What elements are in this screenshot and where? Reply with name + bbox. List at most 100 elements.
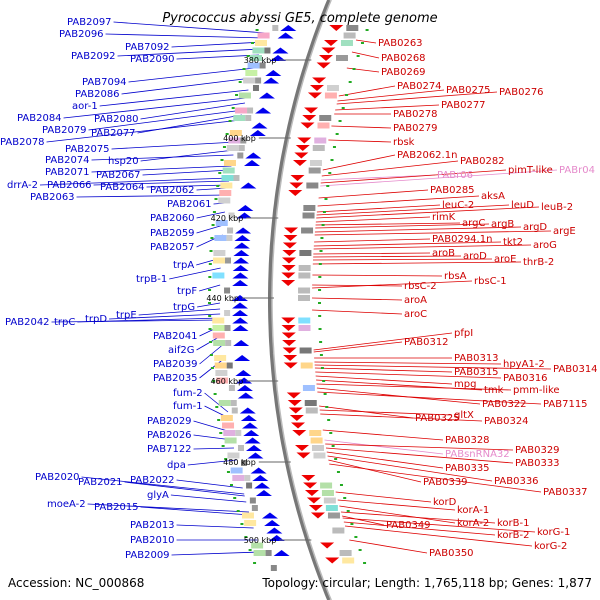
gene-label-left[interactable]: PAB2057	[150, 242, 195, 253]
gene-label-left[interactable]: PAB2041	[153, 331, 198, 342]
gene-label-right[interactable]: PAB0333	[515, 458, 560, 469]
gene-label-right[interactable]: aroB	[432, 248, 455, 259]
gene-label-right[interactable]: PABsnRNA32	[445, 449, 510, 460]
gene-label-left[interactable]: PAB2015	[94, 502, 139, 513]
gene-label-right[interactable]: pmm-like	[513, 385, 560, 396]
gene-label-left[interactable]: PAB2063	[30, 192, 75, 203]
gene-label-left[interactable]: trpD	[85, 314, 107, 325]
gene-label-left[interactable]: drrA-2	[7, 180, 38, 191]
gene-label-right[interactable]: PAB0349	[386, 520, 431, 531]
gene-label-right[interactable]: PAB0339	[423, 477, 468, 488]
gene-label-right[interactable]: PAB0268	[381, 53, 426, 64]
gene-label-right[interactable]: argC	[462, 218, 485, 229]
gene-label-left[interactable]: PAB2039	[153, 359, 198, 370]
gene-label-right[interactable]: PAB0335	[445, 463, 490, 474]
gene-label-right[interactable]: PAB0315	[454, 367, 499, 378]
gene-label-left[interactable]: PAB2092	[71, 51, 116, 62]
gene-label-right[interactable]: tmk	[484, 385, 504, 396]
gene-label-right[interactable]: mpg	[454, 379, 476, 390]
gene-label-left[interactable]: dpa	[167, 460, 186, 471]
gene-label-right[interactable]: PAB0285	[430, 185, 475, 196]
gene-label-left[interactable]: PAB2096	[59, 29, 104, 40]
gene-label-left[interactable]: PAB2067	[96, 170, 141, 181]
gene-label-right[interactable]: argD	[523, 222, 547, 233]
gene-label-right[interactable]: korA-2	[457, 518, 489, 529]
gene-label-right[interactable]: hpyA1-2	[503, 359, 545, 370]
gene-label-left[interactable]: PAB7092	[125, 42, 170, 53]
gene-label-right[interactable]: PAB0278	[393, 109, 438, 120]
gene-label-left[interactable]: PAB2022	[130, 475, 175, 486]
gene-label-left[interactable]: PAB2075	[65, 144, 110, 155]
gene-label-right[interactable]: rbsC-1	[474, 276, 507, 287]
gene-label-right[interactable]: PAB7115	[543, 399, 588, 410]
gene-label-left[interactable]: PAB2074	[45, 155, 90, 166]
gene-label-right[interactable]: PAB0316	[503, 373, 548, 384]
gene-label-left[interactable]: PAB2097	[67, 17, 112, 28]
gene-label-left[interactable]: fum-2	[173, 388, 203, 399]
gene-label-left[interactable]: PAB2080	[94, 114, 139, 125]
gene-label-right[interactable]: PAB0314	[553, 364, 598, 375]
gene-label-right[interactable]: PAB0325	[415, 413, 460, 424]
gene-label-right[interactable]: rbsk	[393, 137, 415, 148]
gene-label-right[interactable]: PABr04	[559, 165, 595, 176]
gene-label-right[interactable]: PAB0275	[446, 85, 491, 96]
gene-label-right[interactable]: PAB0324	[484, 416, 529, 427]
gene-label-left[interactable]: trpG	[173, 302, 195, 313]
gene-label-right[interactable]: thrB-2	[523, 257, 554, 268]
gene-label-right[interactable]: PAB0336	[494, 476, 539, 487]
gene-label-left[interactable]: PAB2021	[78, 477, 123, 488]
gene-label-right[interactable]: rbsA	[444, 271, 467, 282]
gene-label-left[interactable]: PAB2090	[130, 54, 175, 65]
gene-label-right[interactable]: PAB0313	[454, 353, 499, 364]
gene-label-right[interactable]: rbsC-2	[404, 281, 437, 292]
gene-label-left[interactable]: PAB2078	[0, 137, 45, 148]
gene-label-left[interactable]: PAB2064	[100, 182, 145, 193]
gene-label-right[interactable]: PABr06	[437, 170, 473, 181]
gene-label-right[interactable]: PAB2062.1n	[397, 150, 457, 161]
gene-label-right[interactable]: PAB0322	[482, 399, 527, 410]
gene-label-right[interactable]: korB-2	[497, 530, 530, 541]
gene-label-left[interactable]: PAB2077	[91, 128, 136, 139]
gene-label-right[interactable]: korD	[433, 497, 457, 508]
gene-label-right[interactable]: PAB0263	[378, 38, 423, 49]
gene-label-left[interactable]: PAB2060	[150, 213, 195, 224]
gene-label-right[interactable]: aroA	[404, 295, 427, 306]
gene-label-left[interactable]: moeA-2	[47, 499, 86, 510]
gene-label-left[interactable]: PAB2061	[167, 199, 212, 210]
gene-label-left[interactable]: PAB2035	[153, 373, 198, 384]
gene-label-left[interactable]: hsp20	[108, 156, 139, 167]
gene-label-right[interactable]: argB	[491, 219, 514, 230]
gene-label-right[interactable]: PAB0274	[397, 81, 442, 92]
gene-label-left[interactable]: PAB2026	[147, 430, 192, 441]
gene-label-left[interactable]: PAB2020	[35, 472, 80, 483]
gene-label-right[interactable]: korG-1	[537, 527, 570, 538]
gene-label-left[interactable]: trpE	[116, 310, 137, 321]
gene-label-left[interactable]: trpB-1	[136, 274, 167, 285]
gene-label-left[interactable]: PAB2013	[130, 520, 175, 531]
gene-label-right[interactable]: leuC-2	[442, 200, 474, 211]
gene-label-right[interactable]: leuB-2	[541, 202, 573, 213]
gene-label-right[interactable]: korG-2	[534, 541, 567, 552]
gene-label-left[interactable]: trpF	[177, 286, 197, 297]
gene-label-right[interactable]: tkt2	[503, 237, 523, 248]
gene-label-left[interactable]: PAB2084	[17, 113, 62, 124]
gene-label-right[interactable]: pimT-like	[508, 165, 553, 176]
gene-label-right[interactable]: gltX	[454, 410, 474, 421]
gene-label-left[interactable]: trpA	[173, 260, 194, 271]
gene-label-left[interactable]: aor-1	[72, 101, 98, 112]
gene-label-left[interactable]: PAB2079	[42, 125, 87, 136]
gene-label-right[interactable]: argE	[553, 226, 576, 237]
gene-label-right[interactable]: PAB0269	[381, 67, 426, 78]
gene-label-right[interactable]: PAB0350	[429, 548, 474, 559]
gene-label-left[interactable]: glyA	[147, 490, 169, 501]
gene-label-right[interactable]: korB-1	[497, 518, 530, 529]
gene-label-left[interactable]: PAB2062	[150, 185, 195, 196]
gene-label-right[interactable]: aroD	[463, 251, 487, 262]
gene-label-right[interactable]: PAB0279	[393, 123, 438, 134]
gene-label-right[interactable]: aroE	[494, 254, 516, 265]
gene-label-right[interactable]: leuD	[511, 200, 534, 211]
gene-label-right[interactable]: korA-1	[457, 505, 489, 516]
gene-label-right[interactable]: PAB0312	[404, 337, 449, 348]
gene-label-left[interactable]: PAB2071	[45, 167, 90, 178]
gene-label-left[interactable]: PAB7122	[147, 444, 192, 455]
